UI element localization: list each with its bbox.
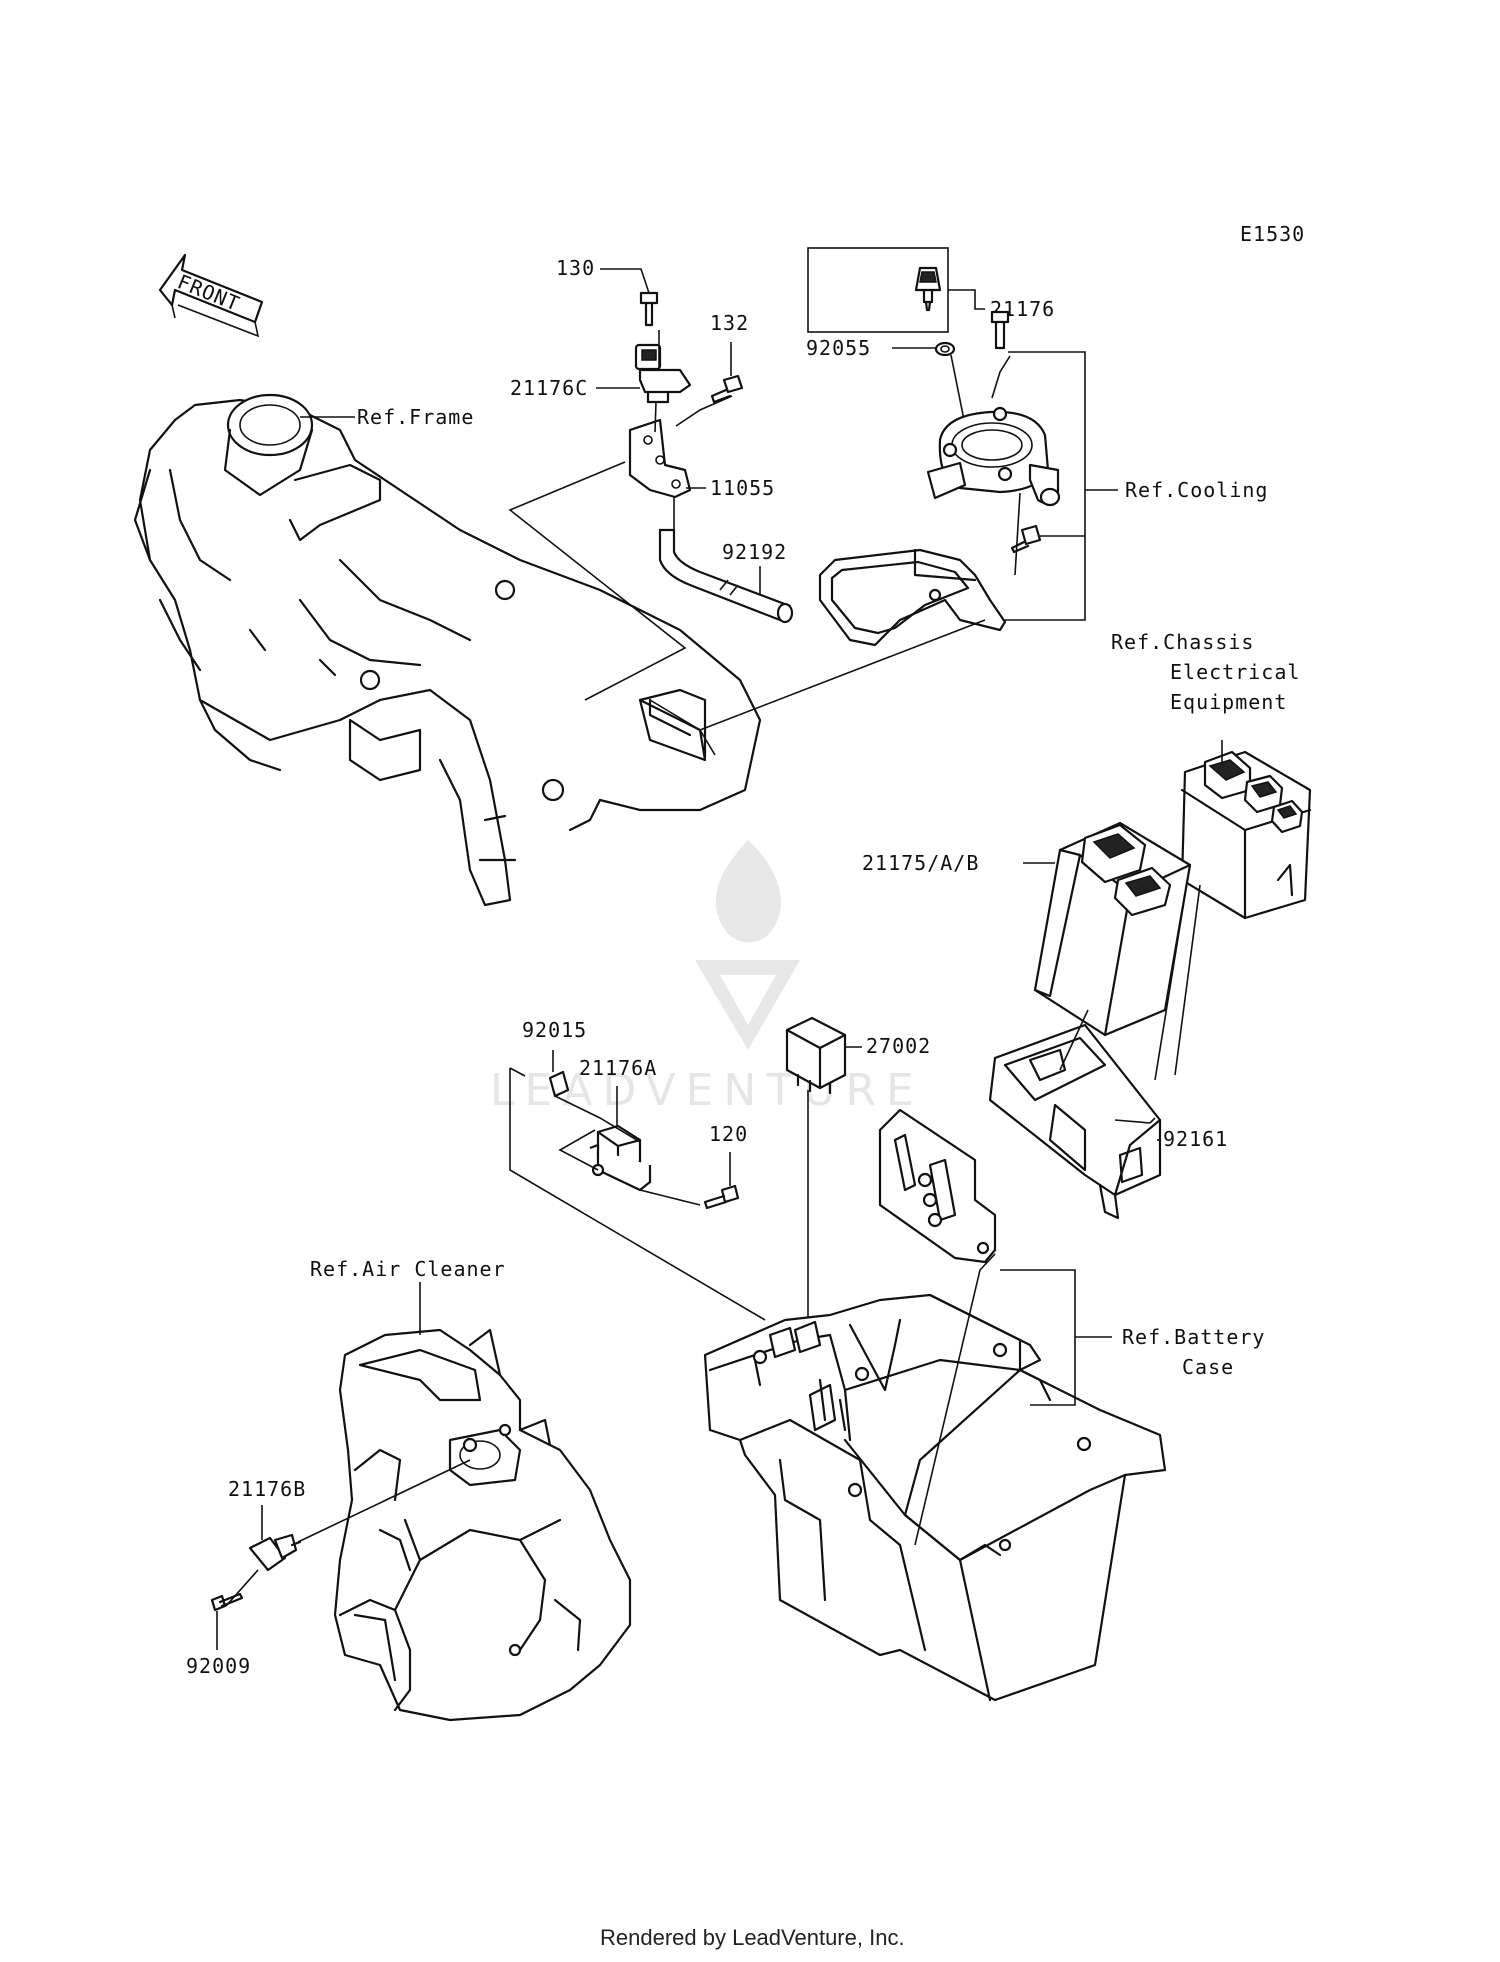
frame-drawing <box>133 393 762 907</box>
ref-battery-label-2: Case <box>1182 1355 1234 1379</box>
part-21176b-label: 21176B <box>228 1477 306 1501</box>
washer-92055-drawing <box>934 341 956 357</box>
leadventure-watermark-logo <box>695 840 800 1050</box>
ref-chassis-label-1: Ref.Chassis <box>1111 630 1254 654</box>
sensor-21176b-drawing <box>248 1533 302 1572</box>
part-11055-label: 11055 <box>710 476 775 500</box>
bolt-cooling-bottom-drawing <box>1010 524 1042 554</box>
part-92015-label: 92015 <box>522 1018 587 1042</box>
bolt-130-drawing <box>639 291 659 327</box>
part-120-label: 120 <box>709 1122 748 1146</box>
mount-plate-drawing <box>638 688 707 759</box>
diagram-id: E1530 <box>1240 222 1305 246</box>
bolt-cooling-top-drawing <box>990 310 1010 350</box>
front-label: FRONT <box>174 269 243 316</box>
thermostat-housing-drawing <box>926 406 1061 507</box>
ref-frame-label: Ref.Frame <box>357 405 474 429</box>
part-21176a-label: 21176A <box>579 1056 657 1080</box>
collar-92015-drawing <box>548 1070 570 1098</box>
ref-battery-label-1: Ref.Battery <box>1122 1325 1265 1349</box>
part-92161-label: 92161 <box>1163 1127 1228 1151</box>
part-27002-label: 27002 <box>866 1034 931 1058</box>
sensor-21176a-drawing <box>589 1124 652 1192</box>
screw-92009-drawing <box>210 1592 244 1612</box>
tank-bracket-drawing <box>818 548 1007 647</box>
relay-27002-drawing <box>785 1016 847 1095</box>
part-92055-label: 92055 <box>806 336 871 360</box>
air-cleaner-drawing <box>333 1328 632 1722</box>
ecu-21175-drawing <box>1033 821 1192 1037</box>
footer-credit: Rendered by LeadVenture, Inc. <box>600 1925 905 1950</box>
part-92009-label: 92009 <box>186 1654 251 1678</box>
ecu-tray-92161-drawing <box>988 1023 1162 1220</box>
bolt-132-drawing <box>710 374 744 404</box>
ref-cooling-label: Ref.Cooling <box>1125 478 1268 502</box>
ref-chassis-label-2: Electrical <box>1170 660 1300 684</box>
part-21175-label: 21175/A/B <box>862 851 979 875</box>
sensor-21176-drawing <box>914 266 942 312</box>
part-130-label: 130 <box>556 256 595 280</box>
battery-bracket-drawing <box>878 1108 997 1264</box>
bolt-120-drawing <box>703 1184 740 1210</box>
battery-case-drawing <box>703 1293 1167 1702</box>
sensor-21176c-drawing <box>634 343 692 404</box>
ref-chassis-label-3: Equipment <box>1170 690 1287 714</box>
part-92192-label: 92192 <box>722 540 787 564</box>
hose-92192-drawing <box>658 528 794 624</box>
part-21176c-label: 21176C <box>510 376 588 400</box>
front-arrow-icon <box>158 253 264 338</box>
chassis-connector-module-drawing <box>1180 750 1312 920</box>
ref-air-cleaner-label: Ref.Air Cleaner <box>310 1257 506 1281</box>
bracket-11055-drawing <box>628 418 692 499</box>
part-132-label: 132 <box>710 311 749 335</box>
